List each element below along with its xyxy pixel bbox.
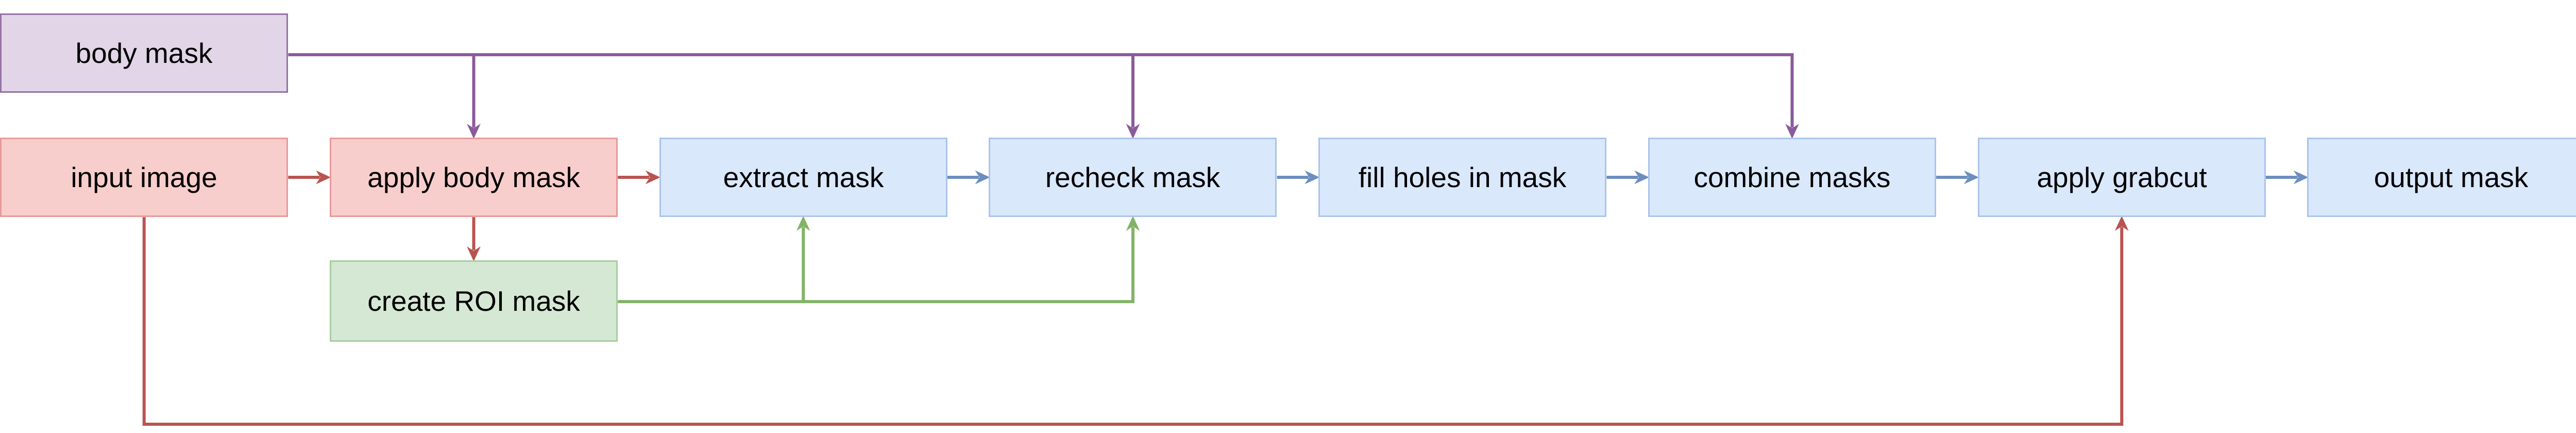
edge-create-roi-mask-to-extract-mask [618, 215, 810, 304]
node-combine-masks: combine masks [1648, 138, 1936, 217]
edge-body-mask-to-recheck-mask [473, 53, 1140, 139]
edge-recheck-mask-to-fill-holes-mask [1277, 170, 1320, 185]
node-fill-holes-in-mask: fill holes in mask [1318, 138, 1606, 217]
edge-combine-masks-to-apply-grabcut [1936, 170, 1979, 185]
arrowhead-icon [1963, 170, 1979, 185]
arrowhead-icon [1634, 170, 1650, 185]
node-label: recheck mask [1045, 161, 1221, 193]
node-label: apply grabcut [2037, 161, 2207, 193]
edge-body-mask-to-combine-masks [1133, 53, 1799, 139]
edge-input-image-to-apply-grabcut [142, 215, 2129, 426]
node-extract-mask: extract mask [659, 138, 947, 217]
arrowhead-icon [467, 124, 481, 139]
arrowhead-icon [645, 170, 660, 185]
edge-apply-body-mask-to-create-roi-mask [467, 217, 481, 262]
node-label: create ROI mask [367, 285, 580, 317]
node-body-mask: body mask [0, 13, 288, 93]
node-create-roi-mask: create ROI mask [330, 260, 618, 342]
edge-apply-grabcut-to-output-mask [2266, 170, 2309, 185]
node-recheck-mask: recheck mask [989, 138, 1277, 217]
arrowhead-icon [975, 170, 990, 185]
node-input-image: input image [0, 138, 288, 217]
node-label: output mask [2374, 161, 2529, 193]
edge-create-roi-mask-to-recheck-mask [803, 215, 1140, 304]
edge-extract-mask-to-recheck-mask [947, 170, 990, 185]
edge-input-image-to-apply-body-mask [288, 170, 331, 185]
edge-fill-holes-mask-to-combine-masks [1606, 170, 1650, 185]
arrowhead-icon [467, 246, 481, 262]
arrowhead-icon [1126, 215, 1140, 231]
node-apply-grabcut: apply grabcut [1978, 138, 2266, 217]
edge-line [142, 217, 2124, 426]
arrowhead-icon [2114, 215, 2129, 231]
node-output-mask: output mask [2307, 138, 2576, 217]
arrowhead-icon [1304, 170, 1320, 185]
node-apply-body-mask: apply body mask [330, 138, 618, 217]
edge-line [803, 227, 1134, 304]
edge-line [473, 53, 1134, 128]
arrowhead-icon [796, 215, 810, 231]
node-label: extract mask [723, 161, 884, 193]
edge-line [288, 53, 476, 128]
node-label: body mask [75, 37, 213, 69]
node-label: apply body mask [367, 161, 580, 193]
edge-body-mask-to-apply-body-mask [288, 53, 481, 139]
arrowhead-icon [1785, 124, 1799, 139]
arrowhead-icon [2293, 170, 2309, 185]
arrowhead-icon [1126, 124, 1140, 139]
node-label: combine masks [1693, 161, 1891, 193]
edge-apply-body-mask-to-extract-mask [618, 170, 660, 185]
arrowhead-icon [316, 170, 331, 185]
edge-line [1133, 53, 1794, 128]
edge-line [618, 227, 805, 304]
node-label: input image [71, 161, 217, 193]
node-label: fill holes in mask [1358, 161, 1567, 193]
